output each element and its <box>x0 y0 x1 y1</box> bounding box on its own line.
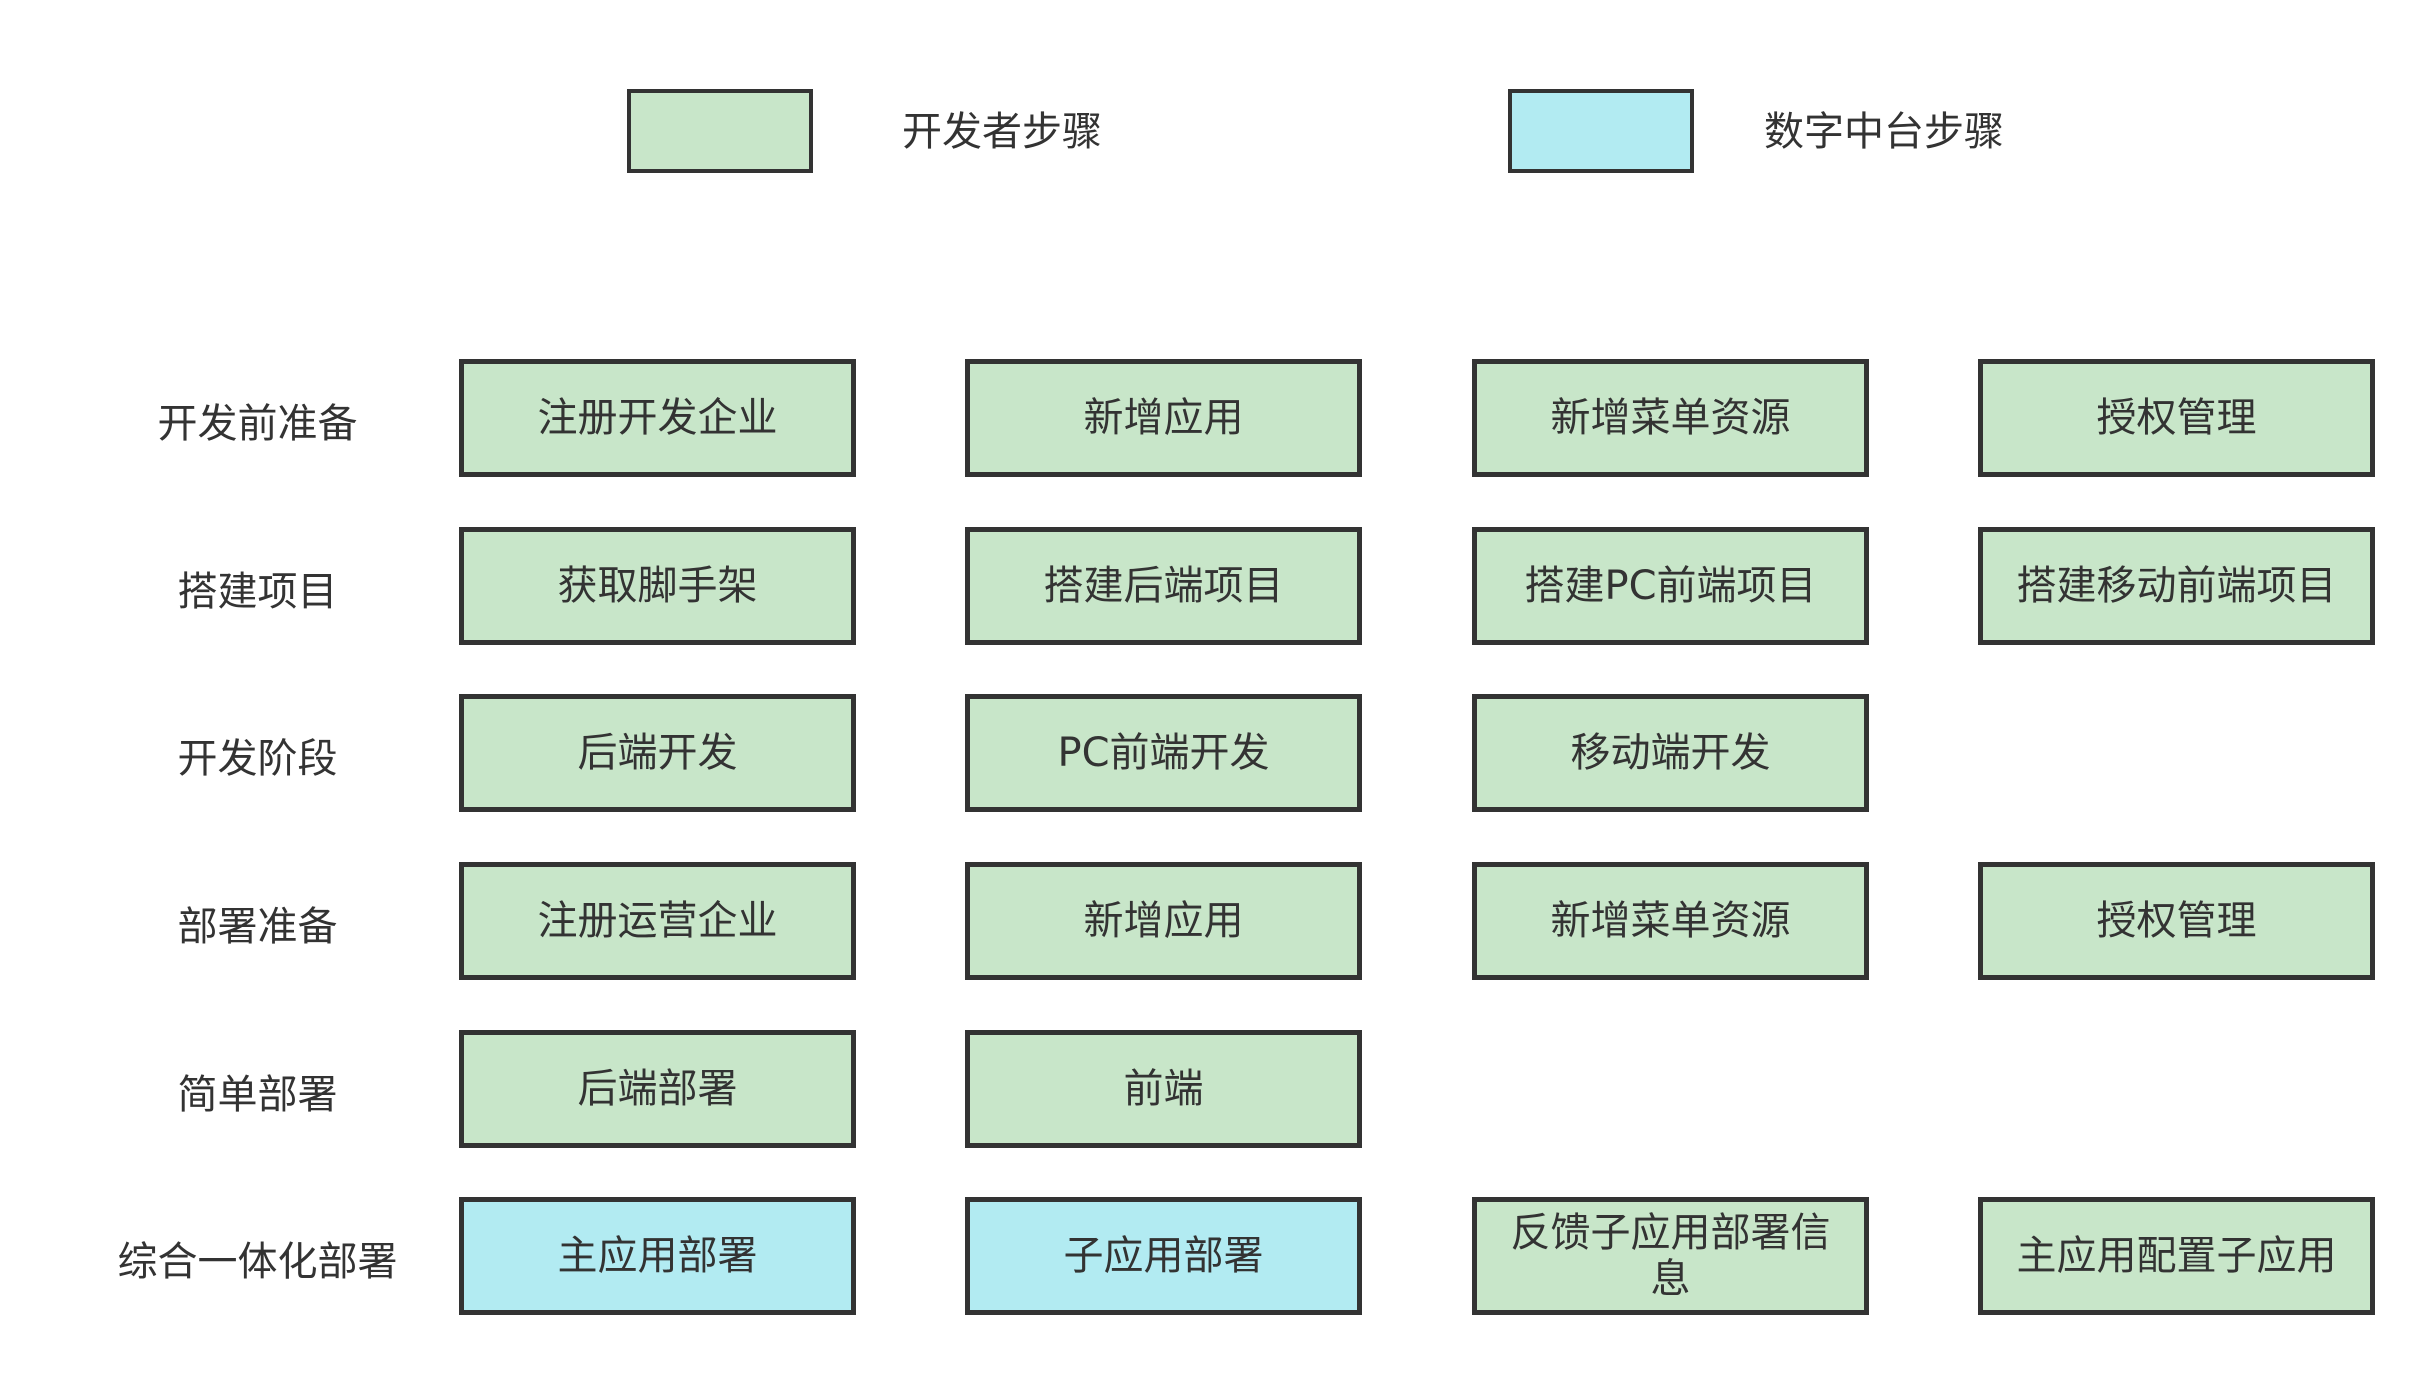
row-label-build-project: 搭建项目 <box>177 569 338 615</box>
row-label-simple-deploy: 简单部署 <box>177 1072 338 1118</box>
step-add-menu-resource-deploy[interactable]: 新增菜单资源 <box>1472 862 1869 980</box>
step-backend-dev[interactable]: 后端开发 <box>459 694 856 812</box>
row-label-integrated-deploy: 综合一体化部署 <box>117 1239 398 1285</box>
step-main-app-deploy[interactable]: 主应用部署 <box>459 1197 856 1315</box>
row-label-deploy-prep: 部署准备 <box>177 904 338 950</box>
row-label-pre-dev: 开发前准备 <box>157 401 358 447</box>
step-add-app-deploy[interactable]: 新增应用 <box>965 862 1362 980</box>
step-sub-app-deploy[interactable]: 子应用部署 <box>965 1197 1362 1315</box>
legend-platform-label: 数字中台步骤 <box>1764 109 2004 155</box>
step-get-scaffold[interactable]: 获取脚手架 <box>459 527 856 645</box>
step-build-backend[interactable]: 搭建后端项目 <box>965 527 1362 645</box>
step-add-menu-resource[interactable]: 新增菜单资源 <box>1472 359 1869 477</box>
step-register-dev-enterprise[interactable]: 注册开发企业 <box>459 359 856 477</box>
step-backend-deploy[interactable]: 后端部署 <box>459 1030 856 1148</box>
step-main-app-config-sub-app[interactable]: 主应用配置子应用 <box>1978 1197 2375 1315</box>
legend-platform-swatch <box>1508 89 1694 173</box>
step-add-app[interactable]: 新增应用 <box>965 359 1362 477</box>
step-build-pc-frontend[interactable]: 搭建PC前端项目 <box>1472 527 1869 645</box>
step-feedback-sub-app-info[interactable]: 反馈子应用部署信息 <box>1472 1197 1869 1315</box>
step-register-ops-enterprise[interactable]: 注册运营企业 <box>459 862 856 980</box>
step-mobile-dev[interactable]: 移动端开发 <box>1472 694 1869 812</box>
legend-developer-label: 开发者步骤 <box>902 109 1102 155</box>
step-pc-frontend-dev[interactable]: PC前端开发 <box>965 694 1362 812</box>
step-frontend[interactable]: 前端 <box>965 1030 1362 1148</box>
step-build-mobile-frontend[interactable]: 搭建移动前端项目 <box>1978 527 2375 645</box>
step-auth-management-deploy[interactable]: 授权管理 <box>1978 862 2375 980</box>
row-label-dev-stage: 开发阶段 <box>177 736 338 782</box>
legend-developer-swatch <box>627 89 813 173</box>
step-auth-management[interactable]: 授权管理 <box>1978 359 2375 477</box>
